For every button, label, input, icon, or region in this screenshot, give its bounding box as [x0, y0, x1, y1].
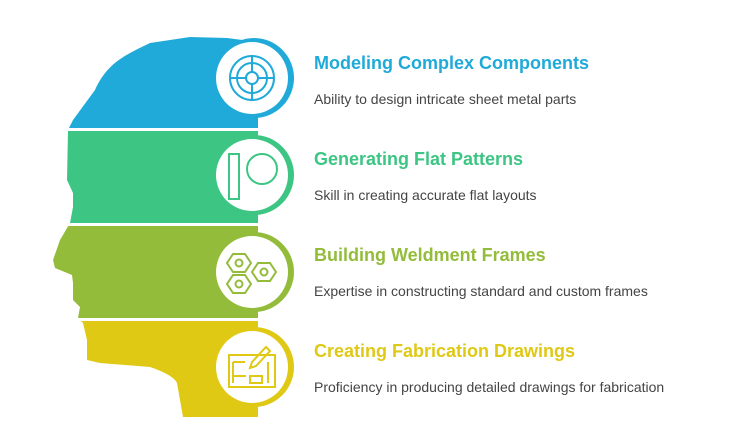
item-description: Skill in creating accurate flat layouts	[314, 187, 537, 203]
flat-pattern-icon	[214, 135, 294, 215]
item-title: Generating Flat Patterns	[314, 149, 524, 169]
item-flat-patterns: Generating Flat Patterns Skill in creati…	[314, 148, 537, 204]
drawing-pencil-icon	[214, 327, 294, 407]
item-weldment: Building Weldment Frames Expertise in co…	[314, 244, 648, 300]
hex-nuts-icon	[214, 232, 294, 312]
item-description: Proficiency in producing detailed drawin…	[314, 379, 665, 395]
item-title: Building Weldment Frames	[314, 245, 546, 265]
component-wheel-icon	[214, 38, 294, 118]
item-description: Expertise in constructing standard and c…	[314, 283, 648, 299]
item-fabrication: Creating Fabrication Drawings Proficienc…	[314, 340, 664, 396]
item-modeling: Modeling Complex Components Ability to d…	[314, 52, 589, 108]
item-description: Ability to design intricate sheet metal …	[314, 91, 577, 107]
item-title: Creating Fabrication Drawings	[314, 341, 576, 361]
item-title: Modeling Complex Components	[314, 53, 590, 73]
